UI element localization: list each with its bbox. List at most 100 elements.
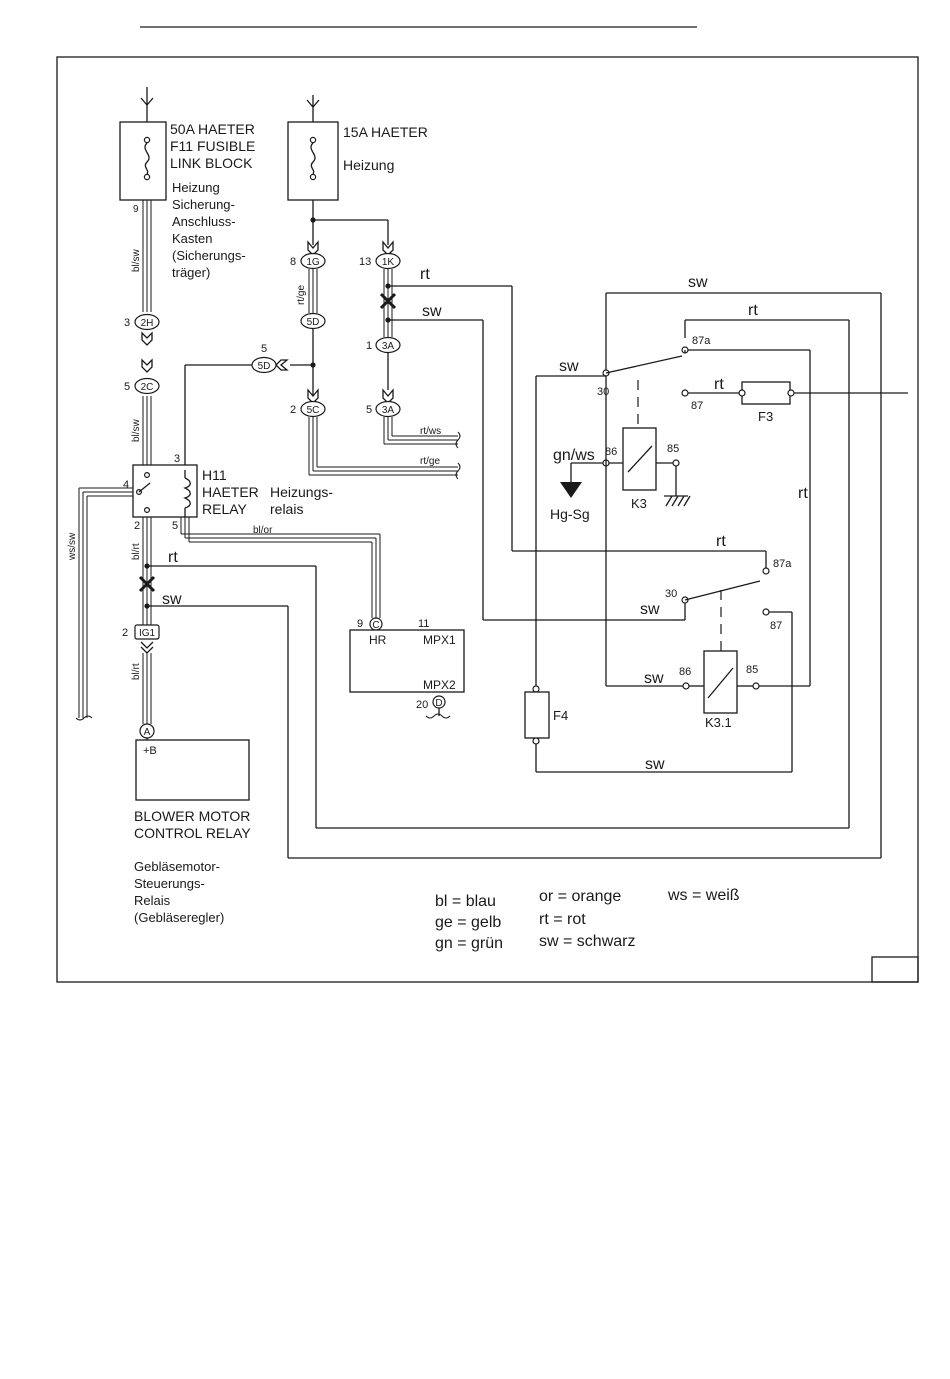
k31-label: K3.1 bbox=[705, 715, 732, 730]
pin-3-relay: 3 bbox=[174, 453, 180, 465]
pin-2-ig1: 2 bbox=[122, 627, 128, 639]
connector-2c-label: 2C bbox=[141, 382, 154, 393]
connector-5d-a-label: 5D bbox=[258, 361, 271, 372]
connector-2h-label: 2H bbox=[141, 318, 154, 329]
fuse2-label: 15A HAETER bbox=[343, 124, 428, 140]
pin-5-5d: 5 bbox=[261, 343, 267, 355]
f3-label: F3 bbox=[758, 409, 773, 424]
relay-de-1: Heizungs- bbox=[270, 484, 333, 500]
connector-a-label: A bbox=[144, 727, 151, 738]
wire-ws-sw bbox=[75, 487, 133, 721]
legend-or: or = orange bbox=[539, 888, 621, 905]
wire-label-bl-sw-1: bl/sw bbox=[131, 248, 142, 272]
diagram-frame bbox=[56, 56, 919, 983]
connector-1k bbox=[375, 240, 461, 449]
blower-de-1: Gebläsemotor- bbox=[134, 859, 220, 874]
legend-gn: gn = grün bbox=[435, 935, 503, 952]
fuse2-de: Heizung bbox=[343, 157, 394, 173]
fuse1-de-4: Kasten bbox=[172, 231, 212, 246]
fuse1-de-5: (Sicherungs- bbox=[172, 248, 246, 263]
k3-pin-87a: 87a bbox=[692, 335, 711, 347]
wire-label-sw-top: sw bbox=[688, 274, 708, 291]
wire-label-bl-rt-2: bl/rt bbox=[131, 663, 142, 680]
k3-pin-86: 86 bbox=[605, 446, 617, 458]
pin-2-5c: 2 bbox=[290, 404, 296, 416]
wire-label-rt-upper: rt bbox=[420, 266, 430, 283]
heater-relay bbox=[132, 464, 198, 518]
wire-label-sw-k31: sw bbox=[640, 601, 660, 618]
wire-label-sw-upper: sw bbox=[422, 303, 442, 320]
legend-ws: ws = weiß bbox=[667, 887, 740, 904]
pin-5-2c: 5 bbox=[124, 381, 130, 393]
wire-label-rt-k31: rt bbox=[716, 533, 726, 550]
fuse-f4 bbox=[524, 376, 792, 773]
relay-label-1: H11 bbox=[202, 467, 227, 483]
wire-label-rt-ge-2: rt/ge bbox=[420, 456, 440, 467]
ecu-mpx1-label: MPX1 bbox=[423, 633, 456, 647]
connector-1g bbox=[300, 240, 326, 418]
wire-label-rt-ws: rt/ws bbox=[420, 426, 441, 437]
fuse1-label-3: LINK BLOCK bbox=[170, 155, 253, 171]
fuse1-de-3: Anschluss- bbox=[172, 214, 236, 229]
pin-5-3a: 5 bbox=[366, 404, 372, 416]
title-block-cell bbox=[871, 956, 919, 983]
legend-sw: sw = schwarz bbox=[539, 933, 635, 950]
connector-ig1-label: IG1 bbox=[139, 628, 156, 639]
wire-bl-or bbox=[180, 517, 381, 618]
k31-pin-85: 85 bbox=[746, 664, 758, 676]
ecu-box bbox=[349, 617, 465, 719]
k31-pin-86: 86 bbox=[679, 666, 691, 678]
pin-2-relay: 2 bbox=[134, 520, 140, 532]
k3-pin-87: 87 bbox=[691, 400, 703, 412]
pin-20-ecu: 20 bbox=[416, 699, 428, 711]
blower-label-1: BLOWER MOTOR bbox=[134, 808, 250, 824]
branch-wires-upper bbox=[388, 285, 767, 621]
wire-label-ws-sw: ws/sw bbox=[67, 532, 78, 561]
ground-label: Hg-Sg bbox=[550, 506, 590, 522]
connector-d-label: D bbox=[435, 698, 442, 709]
pin-3-2h: 3 bbox=[124, 317, 130, 329]
wire-label-sw-k3: sw bbox=[559, 358, 579, 375]
blower-b-label: +B bbox=[143, 745, 157, 757]
wire-bl-sw-main bbox=[142, 200, 152, 470]
fuse-15a bbox=[287, 95, 389, 245]
connector-ig1 bbox=[134, 624, 160, 740]
wire-rt-ge-lower bbox=[308, 417, 461, 480]
connector-1k-label: 1K bbox=[382, 257, 395, 268]
color-legend: bl = blau ge = gelb gn = grün or = orang… bbox=[435, 887, 740, 952]
pin-5-relay: 5 bbox=[172, 520, 178, 532]
wire-label-rt-lower: rt bbox=[168, 549, 178, 566]
fuse1-de-2: Sicherung- bbox=[172, 197, 235, 212]
connector-2h bbox=[134, 313, 160, 395]
fuse1-de-6: träger) bbox=[172, 265, 210, 280]
wire-label-bl-or: bl/or bbox=[253, 525, 273, 536]
pin-9-fuse1: 9 bbox=[133, 204, 139, 215]
connector-5c-label: 5C bbox=[307, 405, 320, 416]
blower-de-4: (Gebläseregler) bbox=[134, 910, 224, 925]
wire-label-gn-ws: gn/ws bbox=[553, 447, 595, 464]
fuse-50a bbox=[119, 87, 167, 201]
pin-9-ecu: 9 bbox=[357, 618, 363, 630]
relay-label-3: RELAY bbox=[202, 501, 248, 517]
k31-pin-87a: 87a bbox=[773, 558, 792, 570]
ecu-hr-label: HR bbox=[369, 633, 387, 647]
relay-de-2: relais bbox=[270, 501, 303, 517]
relay-k3 bbox=[536, 346, 908, 686]
wire-label-sw-bottom: sw bbox=[645, 756, 665, 773]
wire-label-rt-right: rt bbox=[798, 485, 808, 502]
connector-5d-a bbox=[184, 356, 313, 470]
connector-1g-label: 1G bbox=[306, 257, 320, 268]
blower-label-2: CONTROL RELAY bbox=[134, 825, 251, 841]
pin-4-relay: 4 bbox=[123, 479, 129, 491]
pin-11-ecu: 11 bbox=[418, 618, 429, 630]
wire-label-bl-rt-1: bl/rt bbox=[131, 543, 142, 560]
connector-c-label: C bbox=[372, 620, 379, 631]
f4-label: F4 bbox=[553, 708, 568, 723]
branch-wires-lower bbox=[147, 292, 882, 859]
fuse1-de-1: Heizung bbox=[172, 180, 220, 195]
legend-bl: bl = blau bbox=[435, 893, 496, 910]
wire-label-bl-sw-2: bl/sw bbox=[131, 418, 142, 442]
k31-pin-87: 87 bbox=[770, 620, 782, 632]
connector-3a-b-label: 3A bbox=[382, 405, 395, 416]
